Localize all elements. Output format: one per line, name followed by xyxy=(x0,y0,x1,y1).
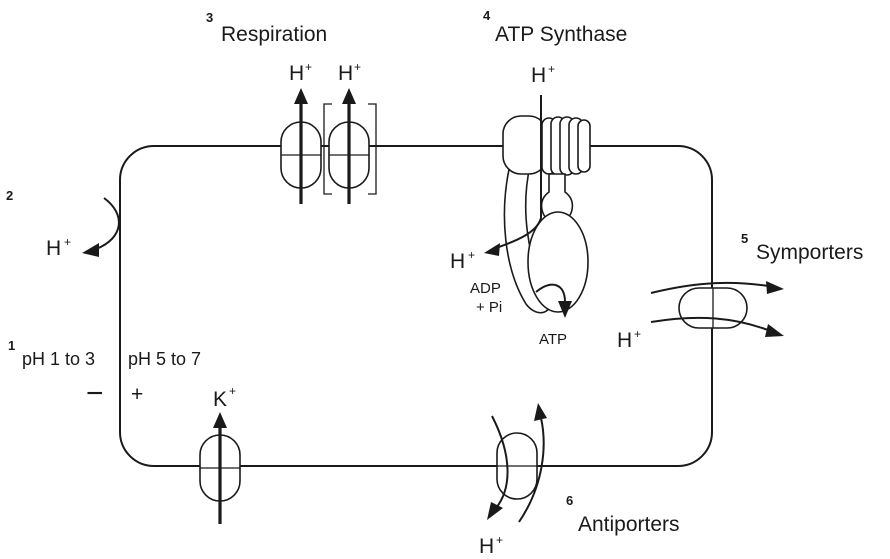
symporter-group: 5 Symporters H + xyxy=(617,231,863,352)
arrowhead xyxy=(294,88,308,104)
respiration-group: 3 Respiration H + H + xyxy=(206,10,377,204)
ph-gradient-group: 1 pH 1 to 3 pH 5 to 7 − + xyxy=(8,338,201,410)
outside-charge: − xyxy=(86,377,104,410)
arrowhead xyxy=(534,403,547,421)
symporters-number: 5 xyxy=(741,231,748,246)
respiration-number: 3 xyxy=(206,10,213,25)
proton-charge: + xyxy=(634,327,641,341)
arrowhead xyxy=(213,412,227,428)
proton-charge: + xyxy=(64,235,71,249)
arrowhead xyxy=(342,88,356,104)
proton-path-arrow xyxy=(495,95,542,249)
potassium-channel-group: K + xyxy=(199,384,241,524)
proton-label: H xyxy=(617,329,632,352)
atp-synthase-group: 4 ATP Synthase H + H + ADP + Pi ATP xyxy=(450,8,627,348)
c-ring xyxy=(541,116,591,176)
arrowhead xyxy=(765,324,784,337)
proton-efflux-group: 2 H + xyxy=(6,188,120,260)
symport-arrow-2 xyxy=(650,316,769,331)
proton-charge: + xyxy=(496,533,503,547)
antiporters-number: 6 xyxy=(566,493,573,508)
pi-label: + Pi xyxy=(476,299,502,316)
proton-charge: + xyxy=(354,60,361,74)
proton-charge: + xyxy=(468,248,475,262)
antiport-arrow-in xyxy=(518,417,545,523)
atp-synthase-number: 4 xyxy=(483,8,491,23)
symport-arrow-1 xyxy=(650,281,769,294)
arrowhead xyxy=(487,502,503,520)
proton-label: H xyxy=(531,64,546,87)
proton-label: H xyxy=(450,250,465,273)
proton-charge: + xyxy=(305,60,312,74)
antiporter-group: 6 Antiporters H + xyxy=(479,403,680,558)
atp-label: ATP xyxy=(539,331,567,348)
proton-label: H xyxy=(338,62,353,85)
atp-formation-arrow xyxy=(535,283,566,303)
proton-efflux-arrow xyxy=(95,197,120,250)
bracket-right xyxy=(368,103,377,195)
proton-efflux-number: 2 xyxy=(6,188,13,203)
arrowhead xyxy=(484,243,500,256)
antiport-arrow-out xyxy=(491,415,509,509)
bracket-left xyxy=(323,103,332,195)
proton-label: H xyxy=(479,535,494,558)
cell-membrane xyxy=(119,145,713,467)
antiporters-label: Antiporters xyxy=(578,513,680,536)
potassium-label: K xyxy=(213,388,227,411)
atp-synthase-label: ATP Synthase xyxy=(495,23,627,46)
ph-gradient-number: 1 xyxy=(8,338,15,353)
arrowhead xyxy=(766,281,784,294)
respiration-label: Respiration xyxy=(221,23,327,46)
stator-arm xyxy=(503,158,551,314)
inside-charge: + xyxy=(131,383,143,406)
proton-label: H xyxy=(46,237,61,260)
arrowhead xyxy=(82,243,99,257)
arrowhead xyxy=(558,301,572,318)
adp-label: ADP xyxy=(470,280,501,297)
proton-label: H xyxy=(289,62,304,85)
symporters-label: Symporters xyxy=(756,241,863,264)
outside-ph-label: pH 1 to 3 xyxy=(22,349,95,369)
potassium-charge: + xyxy=(229,384,236,398)
inside-ph-label: pH 5 to 7 xyxy=(128,349,201,369)
proton-charge: + xyxy=(548,62,555,76)
